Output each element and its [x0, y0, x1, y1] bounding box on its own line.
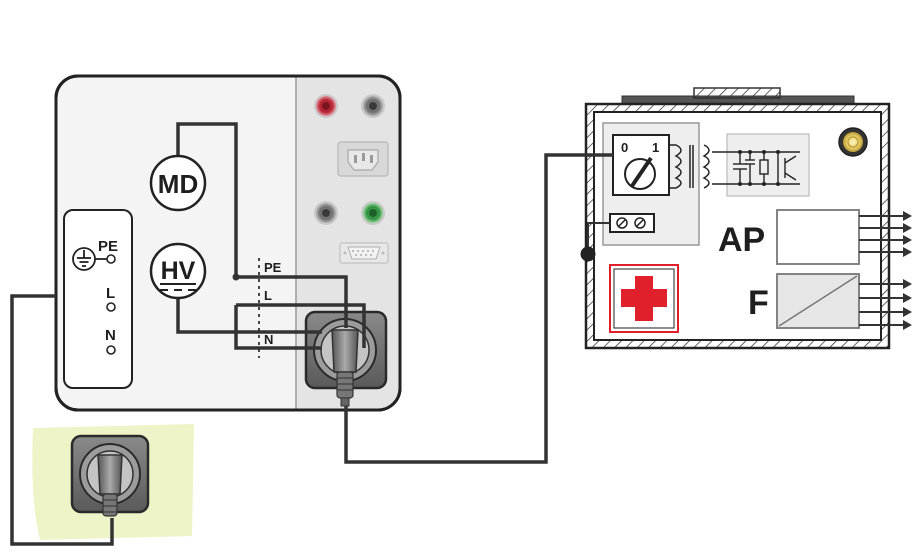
n-terminal[interactable]	[106, 345, 116, 355]
switch-on-label: 1	[652, 140, 659, 155]
applied-part-label: AP	[718, 221, 765, 259]
md-meter: MD	[149, 154, 207, 212]
serial-port-connector[interactable]	[339, 242, 389, 264]
device-supply-cable	[344, 153, 613, 464]
device-under-test: 0 1	[584, 87, 912, 350]
device-terminal-block[interactable]	[609, 213, 655, 233]
hv-meter: HV	[149, 242, 207, 300]
l-terminal[interactable]	[106, 302, 116, 312]
pe-terminal[interactable]	[106, 254, 116, 264]
indicator-lamp-icon	[838, 127, 868, 157]
l-terminal-label: L	[106, 285, 115, 302]
instrument: PE L N PE L N MD HV	[54, 74, 402, 412]
f-label: F	[748, 284, 769, 322]
internal-wiring	[176, 122, 366, 350]
n-terminal-label: N	[105, 327, 116, 344]
pe-terminal-label: PE	[98, 238, 118, 255]
instrument-mains-plug[interactable]	[331, 329, 359, 407]
panel-l-label: L	[264, 288, 272, 303]
wall-outlet-area	[32, 424, 194, 540]
panel-n-label: N	[264, 332, 273, 347]
power-switch[interactable]: 0 1	[612, 134, 670, 196]
wall-mains-plug[interactable]	[97, 454, 123, 517]
ground-connection-node	[580, 246, 596, 262]
supply-cable	[10, 294, 114, 546]
supply-terminal-box: PE L N	[63, 209, 133, 389]
panel-pe-label: PE	[264, 260, 282, 275]
md-meter-label: MD	[158, 169, 198, 199]
hv-meter-label: HV	[161, 257, 196, 285]
applied-part-block	[776, 209, 860, 265]
filter-circuit-block	[712, 133, 810, 197]
switch-off-label: 0	[621, 140, 628, 155]
iec-power-inlet[interactable]	[337, 141, 389, 177]
output-arrows	[859, 211, 912, 330]
f-part-block	[776, 273, 860, 329]
transformer-icon	[669, 144, 710, 189]
medical-cross-icon	[609, 264, 679, 333]
